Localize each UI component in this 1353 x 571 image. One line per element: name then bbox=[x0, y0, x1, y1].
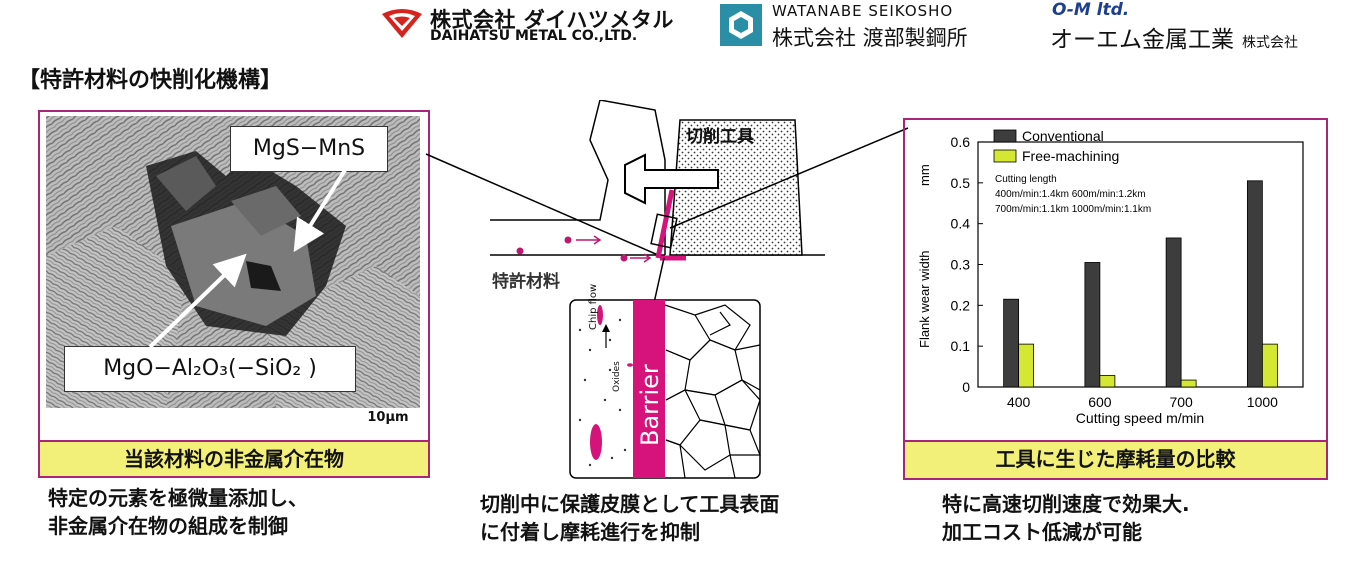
bar-free-machining bbox=[1180, 379, 1197, 388]
daihatsu-name-en: DAIHATSU METAL CO.,LTD. bbox=[430, 28, 638, 44]
daihatsu-name-jp: 株式会社 ダイハツメタル bbox=[430, 8, 674, 32]
cutting-diagram bbox=[490, 100, 825, 479]
oxides-text: Oxides bbox=[612, 361, 622, 392]
bar-free-machining bbox=[1018, 343, 1035, 388]
barrier-layer bbox=[633, 300, 665, 478]
watanabe-logo: WATANABE SEIKOSHO 株式会社 渡部製鋼所 bbox=[720, 2, 1030, 50]
right-description-line-2: 加工コスト低減が可能 bbox=[942, 520, 1142, 544]
watanabe-mark-icon bbox=[720, 4, 762, 46]
y-tick-label: 0.3 bbox=[951, 257, 971, 273]
bar-free-machining bbox=[1099, 375, 1116, 388]
cutting-length-annotation: Cutting length bbox=[995, 174, 1057, 185]
x-tick-label: 400 bbox=[1007, 394, 1031, 410]
middle-description-line-2: に付着し摩耗進行を抑制 bbox=[480, 520, 700, 544]
y-tick-label: 0.2 bbox=[951, 297, 971, 313]
cutting-length-annotation: 400m/min:1.4km 600m/min:1.2km bbox=[995, 189, 1146, 200]
daihatsu-logo: 株式会社 ダイハツメタル DAIHATSU METAL CO.,LTD. bbox=[380, 2, 690, 48]
bar-conventional bbox=[1003, 298, 1020, 388]
bar-conventional bbox=[1084, 262, 1101, 388]
om-logo: O-M ltd. オーエム金属工業株式会社 bbox=[1050, 0, 1350, 53]
legend-swatch bbox=[993, 129, 1017, 143]
patent-material-label: 特許材料 bbox=[492, 272, 560, 292]
om-name-jp: オーエム金属工業株式会社 bbox=[1050, 20, 1298, 54]
middle-description-line-1: 切削中に保護皮膜として工具表面 bbox=[480, 492, 780, 516]
om-name-en: O-M ltd. bbox=[1052, 0, 1130, 20]
detail-chip-side bbox=[578, 305, 633, 467]
barrier-layer-mark bbox=[655, 189, 675, 259]
barrier-text: Barrier bbox=[636, 364, 664, 446]
arrow-to-mgs-mns bbox=[293, 168, 347, 253]
oxide-inclusion-label: MgO−Al₂O₃(−SiO₂ ) bbox=[64, 346, 356, 392]
legend-label: Free-machining bbox=[1022, 148, 1119, 164]
y-tick-label: 0.4 bbox=[951, 216, 971, 232]
x-tick-label: 700 bbox=[1169, 394, 1193, 410]
y-tick-label: 0.6 bbox=[951, 134, 971, 150]
y-axis-label: Flank wear width bbox=[917, 250, 932, 348]
legend-label: Conventional bbox=[1022, 128, 1104, 144]
page-title: 【特許材料の快削化機構】 bbox=[18, 68, 283, 93]
x-axis-label: Cutting speed m/min bbox=[1076, 410, 1204, 426]
x-tick-label: 600 bbox=[1088, 394, 1112, 410]
right-description-line-1: 特に高速切削速度で効果大. bbox=[942, 492, 1190, 516]
x-tick-label: 1000 bbox=[1247, 394, 1278, 410]
cutting-tool bbox=[669, 119, 803, 256]
y-tick-label: 0.5 bbox=[951, 175, 971, 191]
y-axis-unit: mm bbox=[917, 164, 932, 186]
cutting-length-annotation: 700m/min:1.1km 1000m/min:1.1km bbox=[995, 204, 1151, 215]
cutting-tool-label: 切削工具 bbox=[686, 127, 754, 147]
watanabe-name-jp: 株式会社 渡部製鋼所 bbox=[772, 26, 968, 50]
connector-right bbox=[669, 127, 909, 229]
chip-outline bbox=[490, 100, 609, 221]
connector-left bbox=[425, 153, 659, 256]
bar-free-machining bbox=[1261, 343, 1278, 388]
om-name-suffix: 株式会社 bbox=[1242, 35, 1298, 51]
y-tick-label: 0.1 bbox=[951, 338, 971, 354]
legend-swatch bbox=[993, 149, 1017, 163]
daihatsu-mark-icon bbox=[382, 9, 422, 38]
chip-flow-arrow bbox=[624, 153, 719, 205]
tool-grains bbox=[664, 304, 761, 479]
arrow-to-oxide bbox=[148, 253, 247, 349]
inclusion-caption: 当該材料の非金属介在物 bbox=[38, 440, 430, 478]
om-name-main: オーエム金属工業 bbox=[1050, 27, 1234, 53]
left-description-line-1: 特定の元素を極微量添加し、 bbox=[48, 486, 308, 510]
bar-conventional bbox=[1165, 237, 1182, 388]
zoom-box bbox=[650, 213, 678, 249]
y-tick-label: 0 bbox=[962, 379, 970, 395]
scale-bar-text: 10μm bbox=[366, 410, 410, 425]
watanabe-name-en: WATANABE SEIKOSHO bbox=[772, 2, 954, 20]
left-description-line-2: 非金属介在物の組成を制御 bbox=[48, 514, 288, 538]
mgs-mns-label: MgS−MnS bbox=[230, 126, 388, 172]
wear-caption: 工具に生じた摩耗量の比較 bbox=[903, 440, 1328, 480]
bar-conventional bbox=[1246, 180, 1263, 388]
